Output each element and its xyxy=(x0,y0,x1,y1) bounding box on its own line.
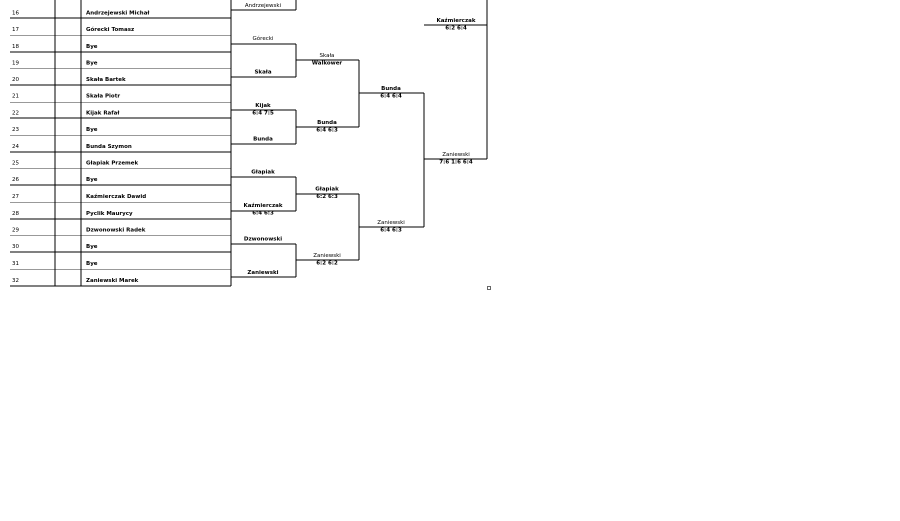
r3-score-4: 6:2 6:2 xyxy=(316,261,338,267)
player-27: Kaźmierczak Dawid xyxy=(86,193,146,200)
player-30: Bye xyxy=(86,244,98,250)
r4-winner-2: Zaniewski xyxy=(377,220,405,226)
r2-winner-2: Górecki xyxy=(253,35,274,42)
round-3-lines xyxy=(296,59,360,261)
seed-17: 17 xyxy=(12,27,19,33)
entry-grid xyxy=(10,0,231,287)
player-31: Bye xyxy=(86,261,98,267)
player-21: Skała Piotr xyxy=(86,94,120,100)
r3-winner-3: Głapiak xyxy=(315,187,339,193)
r2-winner-1: Andrzejewski xyxy=(245,3,282,9)
r2-winner-5: Bunda xyxy=(253,137,273,143)
r4-score-1: 6:4 6:4 xyxy=(380,94,402,100)
r2-winner-8: Dzwonowski xyxy=(244,237,282,243)
seed-16: 16 xyxy=(12,11,19,17)
round-5-lines xyxy=(424,0,488,160)
r2-score-7: 6:4 6:3 xyxy=(252,211,274,217)
player-28: Pyclik Maurycy xyxy=(86,211,133,217)
r3-score-3: 6:2 6:3 xyxy=(316,194,338,200)
seed-19: 19 xyxy=(12,61,19,67)
seed-24: 24 xyxy=(12,144,19,150)
player-25: Głapiak Przemek xyxy=(86,161,139,167)
entry-list: 16 Andrzejewski Michał 17 Górecki Tomasz… xyxy=(12,11,150,285)
round-4-results: Bunda 6:4 6:4 Zaniewski 6:4 6:3 xyxy=(377,86,405,234)
round-4-lines xyxy=(359,92,425,228)
r3-winner-1: Skała xyxy=(320,53,335,59)
r2-score-4: 6:4 7:5 xyxy=(252,111,274,117)
seed-25: 25 xyxy=(12,161,19,167)
seed-31: 31 xyxy=(12,261,19,267)
r5-winner-2: Zaniewski xyxy=(442,152,470,158)
player-32: Zaniewski Marek xyxy=(86,278,139,284)
player-23: Bye xyxy=(86,127,98,133)
seed-18: 18 xyxy=(12,44,19,50)
seed-27: 27 xyxy=(12,194,19,200)
seed-28: 28 xyxy=(12,211,19,217)
seed-26: 26 xyxy=(12,177,19,183)
player-26: Bye xyxy=(86,177,98,183)
player-24: Bunda Szymon xyxy=(86,144,132,150)
r2-winner-9: Zaniewski xyxy=(247,270,278,276)
round-5-results: Kaźmierczak 6:2 6:4 Zaniewski 7:6 1:6 6:… xyxy=(436,17,475,166)
r3-score-2: 6:4 6:3 xyxy=(316,128,338,134)
seed-29: 29 xyxy=(12,228,19,234)
round-2-results: Andrzejewski Górecki Skała Kijak 6:4 7:5… xyxy=(243,3,282,276)
small-square-marker xyxy=(487,286,491,290)
r4-score-2: 6:4 6:3 xyxy=(380,228,402,234)
player-20: Skała Bartek xyxy=(86,77,126,83)
player-19: Bye xyxy=(86,61,98,67)
player-17: Górecki Tomasz xyxy=(86,26,134,33)
seed-32: 32 xyxy=(12,278,19,284)
r5-winner-1: Kaźmierczak xyxy=(436,17,475,24)
round-2-lines xyxy=(230,0,297,286)
seed-20: 20 xyxy=(12,77,19,83)
r4-winner-1: Bunda xyxy=(381,86,401,92)
player-22: Kijak Rafał xyxy=(86,111,120,117)
seed-21: 21 xyxy=(12,94,19,100)
r3-winner-4: Zaniewski xyxy=(313,253,341,259)
player-16: Andrzejewski Michał xyxy=(86,11,150,17)
r2-winner-3: Skała xyxy=(254,70,271,76)
seed-23: 23 xyxy=(12,127,19,133)
r3-note-1: Walkower xyxy=(312,61,343,67)
r5-score-1: 6:2 6:4 xyxy=(445,26,467,32)
r5-score-2: 7:6 1:6 6:4 xyxy=(439,160,473,166)
r2-winner-7: Kaźmierczak xyxy=(243,202,282,209)
seed-22: 22 xyxy=(12,111,19,117)
seed-30: 30 xyxy=(12,244,19,250)
r2-winner-4: Kijak xyxy=(255,103,271,109)
player-18: Bye xyxy=(86,44,98,50)
r3-winner-2: Bunda xyxy=(317,120,337,126)
round-3-results: Skała Walkower Bunda 6:4 6:3 Głapiak 6:2… xyxy=(312,53,343,267)
player-29: Dzwonowski Radek xyxy=(86,228,146,234)
r2-winner-6: Głapiak xyxy=(251,170,275,176)
